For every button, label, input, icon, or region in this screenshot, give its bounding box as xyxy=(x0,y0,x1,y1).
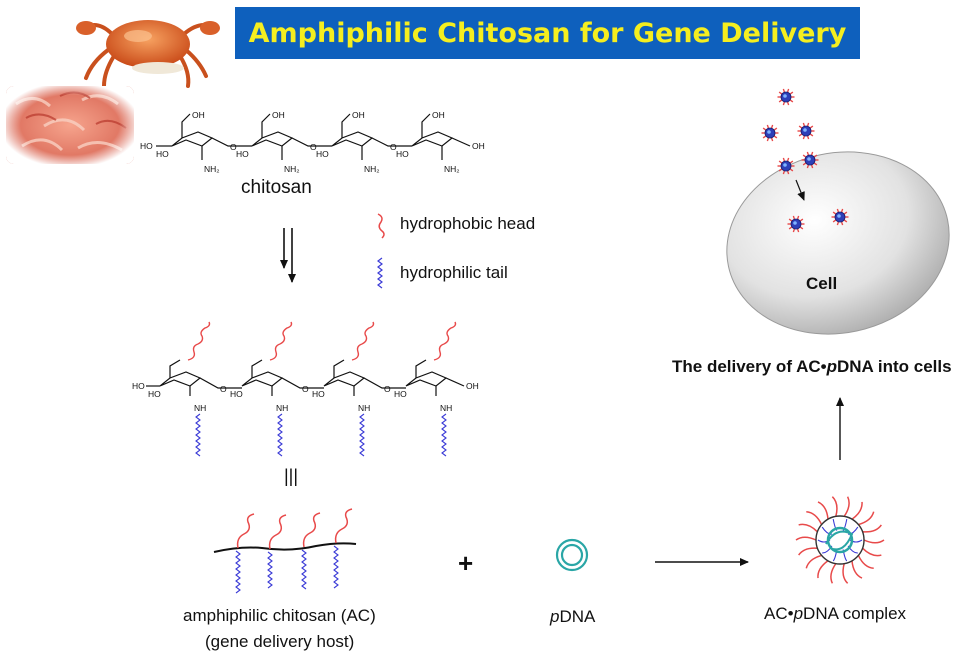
svg-text:HO: HO xyxy=(140,141,153,151)
svg-text:NH₂: NH₂ xyxy=(204,164,220,174)
hydrophilic-tail-label: hydrophilic tail xyxy=(400,263,508,282)
pdna-label: pDNA xyxy=(550,607,595,627)
delivery-rest: DNA into cells xyxy=(836,357,952,376)
pdna-plasmid xyxy=(555,538,589,572)
complex-prefix: AC• xyxy=(764,604,794,623)
svg-text:HO: HO xyxy=(132,381,145,391)
svg-text:O: O xyxy=(310,142,317,152)
svg-text:NH: NH xyxy=(276,403,288,413)
svg-text:HO: HO xyxy=(312,389,325,399)
svg-text:NH₂: NH₂ xyxy=(444,164,460,174)
ac-name-label: amphiphilic chitosan (AC) xyxy=(183,606,376,625)
complex-rest: DNA complex xyxy=(803,604,907,623)
ac-role-label: (gene delivery host) xyxy=(205,632,355,651)
nanoparticle-group xyxy=(761,88,849,233)
svg-text:OH: OH xyxy=(272,110,285,120)
svg-text:O: O xyxy=(390,142,397,152)
pdna-italic: p xyxy=(550,607,560,626)
svg-text:NH: NH xyxy=(358,403,370,413)
chitosan-structure xyxy=(156,113,471,160)
hydrophilic-tail-icon xyxy=(377,257,383,289)
ac-atom-labels: HO HO O O O OH HO HO HO NH NH NH NH xyxy=(132,381,479,413)
svg-text:O: O xyxy=(220,384,227,394)
ac-schematic xyxy=(213,508,357,594)
chitosan-atom-labels: OH OH OH OH HO HO O O O OH HO HO HO NH₂ … xyxy=(140,110,485,174)
svg-text:OH: OH xyxy=(352,110,365,120)
svg-text:O: O xyxy=(384,384,391,394)
entry-arrow xyxy=(795,179,805,201)
shrimp-photo xyxy=(6,86,134,164)
svg-text:HO: HO xyxy=(394,389,407,399)
svg-text:OH: OH xyxy=(466,381,479,391)
cell-body xyxy=(726,151,950,335)
pdna-rest: DNA xyxy=(559,607,596,626)
svg-text:NH₂: NH₂ xyxy=(284,164,300,174)
svg-text:HO: HO xyxy=(396,149,409,159)
svg-text:NH: NH xyxy=(440,403,452,413)
chitosan-label: chitosan xyxy=(241,177,312,198)
delivery-prefix: The delivery of AC• xyxy=(672,357,827,376)
complex-italic: p xyxy=(793,604,804,623)
title-banner: Amphiphilic Chitosan for Gene Delivery xyxy=(235,7,860,59)
svg-text:HO: HO xyxy=(156,149,169,159)
svg-text:NH: NH xyxy=(194,403,206,413)
hydrophobic-head-label: hydrophobic head xyxy=(400,214,536,233)
identical-symbol: ||| xyxy=(284,466,299,486)
delivery-italic: p xyxy=(826,357,837,376)
svg-text:OH: OH xyxy=(432,110,445,120)
conversion-arrow xyxy=(280,228,296,283)
svg-text:HO: HO xyxy=(148,389,161,399)
svg-text:OH: OH xyxy=(192,110,205,120)
svg-text:NH₂: NH₂ xyxy=(364,164,380,174)
complex-micelle xyxy=(795,496,885,584)
svg-text:OH: OH xyxy=(472,141,485,151)
svg-text:HO: HO xyxy=(316,149,329,159)
cell-label: Cell xyxy=(806,274,838,293)
delivery-label: The delivery of AC•pDNA into cells xyxy=(672,357,952,377)
svg-text:HO: HO xyxy=(230,389,243,399)
svg-text:O: O xyxy=(230,142,237,152)
svg-text:HO: HO xyxy=(236,149,249,159)
page-title: Amphiphilic Chitosan for Gene Delivery xyxy=(248,17,847,49)
ac-structure xyxy=(146,321,465,457)
crab-photo xyxy=(76,12,220,88)
svg-text:O: O xyxy=(302,384,309,394)
hydrophobic-head-icon xyxy=(377,213,385,239)
plus-sign: + xyxy=(458,548,474,578)
complex-label: AC•pDNA complex xyxy=(764,604,906,624)
